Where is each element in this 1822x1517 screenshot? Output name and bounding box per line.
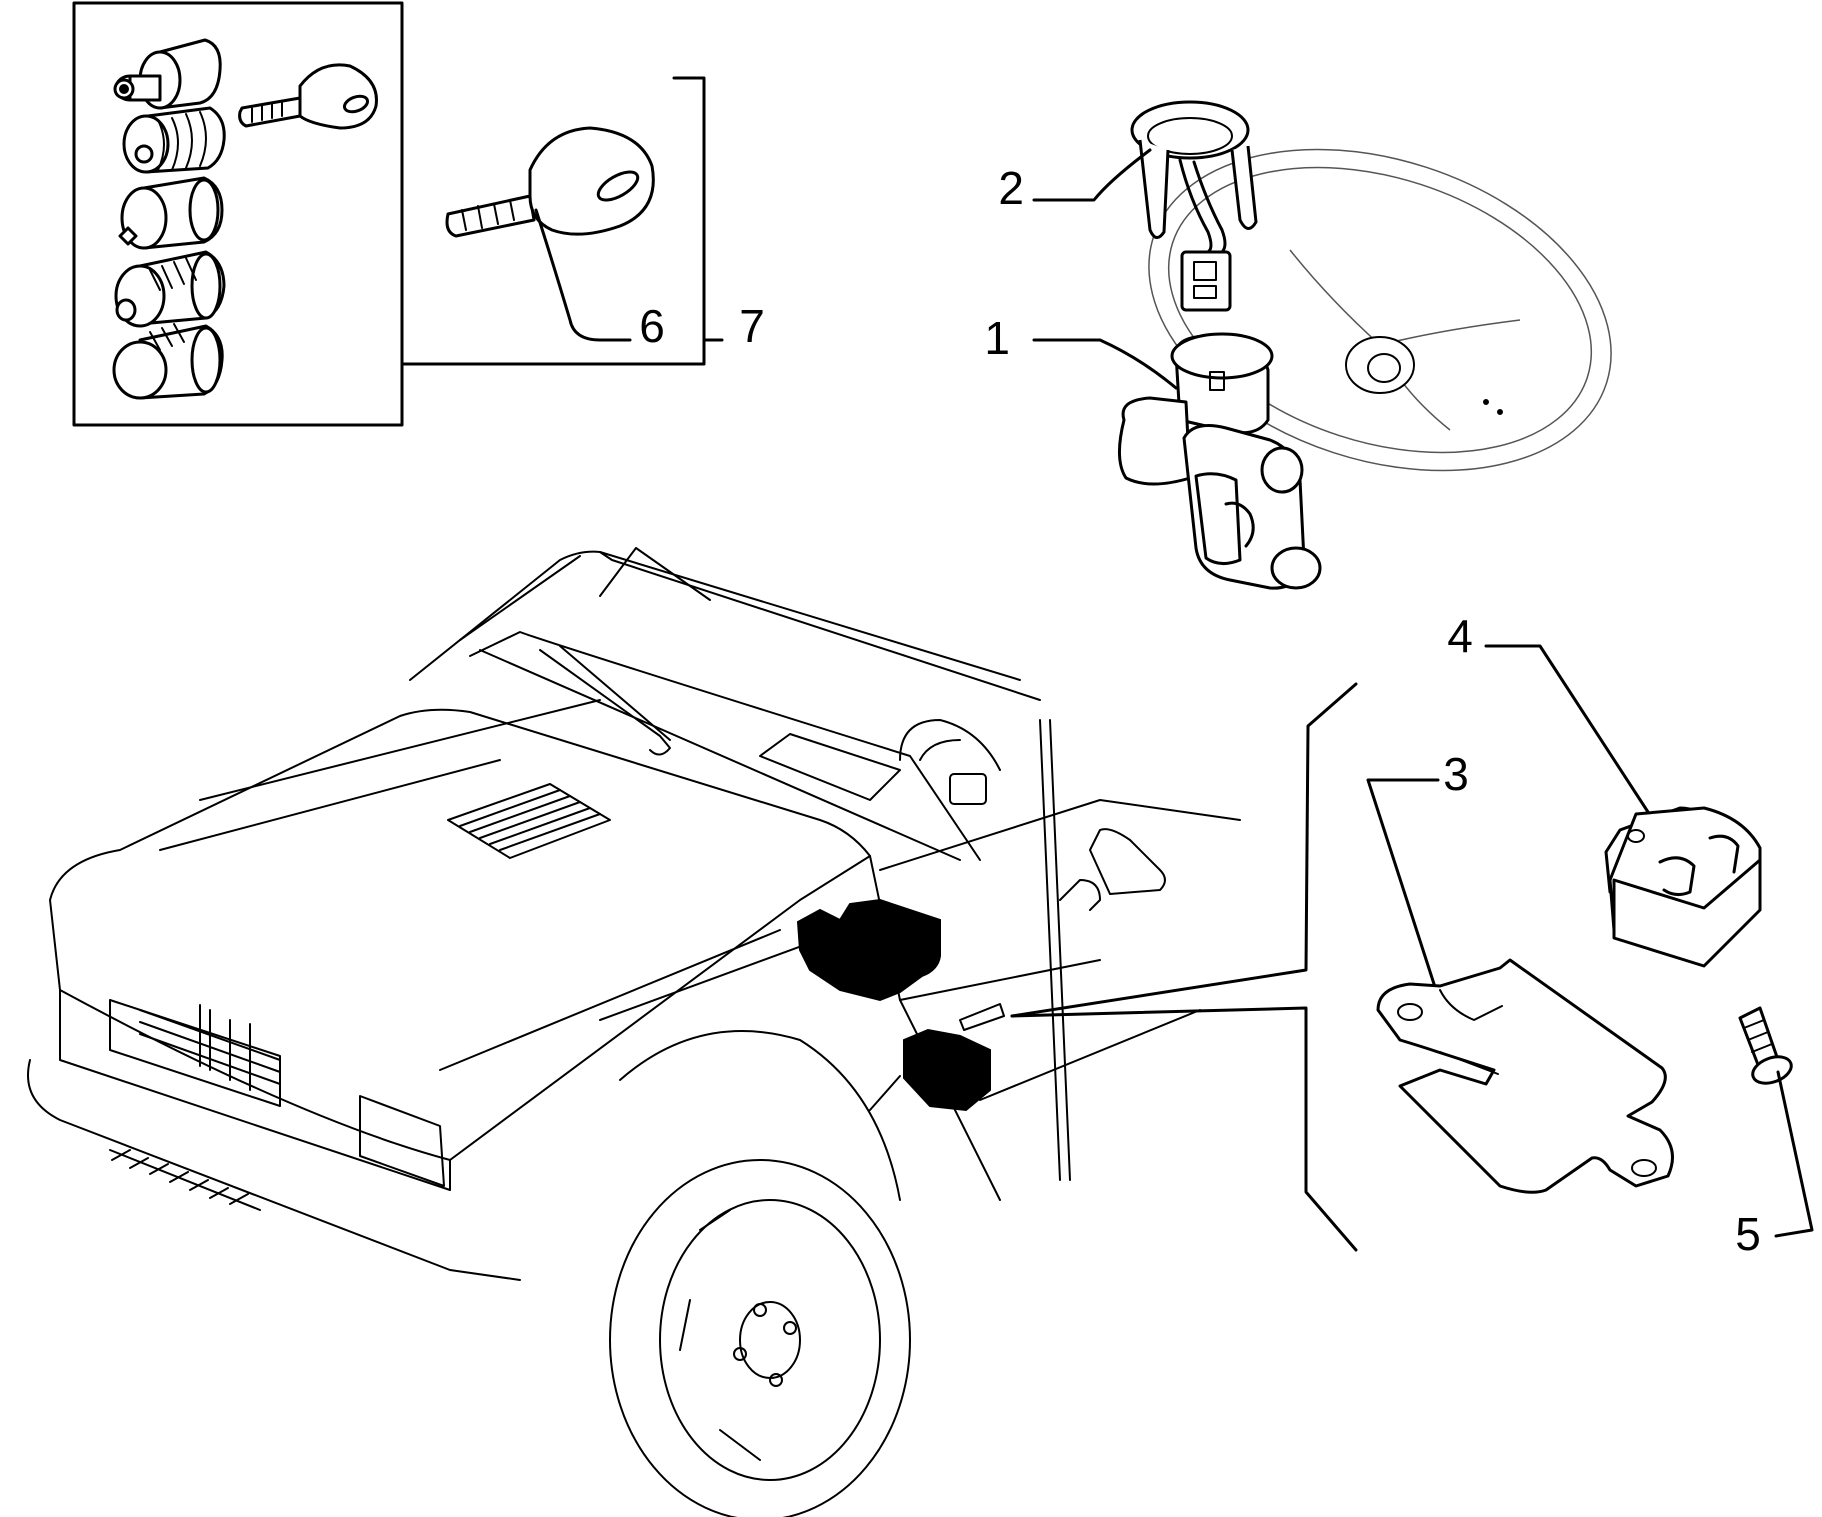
screw-part-5 xyxy=(1738,1006,1793,1085)
leader-4 xyxy=(1484,644,1650,814)
leader-6 xyxy=(534,208,632,342)
control-module-part-4 xyxy=(1604,806,1762,968)
lock-cylinder-2 xyxy=(122,106,226,174)
inset-frame xyxy=(72,1,404,427)
transponder-ring-part-2 xyxy=(1130,100,1258,312)
callout-leaders-6-7 xyxy=(400,76,724,366)
bracket-7 xyxy=(400,76,706,366)
callout-3: 3 xyxy=(1443,748,1469,800)
key-small xyxy=(238,63,378,130)
leader-5 xyxy=(1774,1070,1814,1238)
module-location-lower xyxy=(903,1028,991,1112)
ignition-switch-part-1 xyxy=(1118,332,1322,590)
callout-6: 6 xyxy=(639,300,665,352)
lock-cylinder-4 xyxy=(114,250,226,328)
callout-1: 1 xyxy=(984,312,1010,364)
mounting-bracket-part-3 xyxy=(1376,958,1674,1194)
lock-cylinder-3 xyxy=(118,176,224,250)
lock-cylinder-5 xyxy=(112,323,224,400)
assembly-bracket-lower xyxy=(1010,1006,1358,1252)
car-front-view xyxy=(27,547,1241,1517)
leader-1 xyxy=(1032,338,1178,390)
module-location-upper xyxy=(796,898,941,1002)
assembly-bracket-upper xyxy=(1010,682,1358,1018)
lock-cylinder-1 xyxy=(113,38,222,110)
callout-4: 4 xyxy=(1447,610,1473,662)
leader-2 xyxy=(1032,148,1152,202)
callout-2: 2 xyxy=(998,162,1024,214)
lock-set-inset xyxy=(72,1,404,427)
leader-3 xyxy=(1366,778,1440,986)
steering-wheel xyxy=(1148,148,1612,472)
key-part-6 xyxy=(445,126,655,238)
callout-7: 7 xyxy=(739,300,765,352)
callout-5: 5 xyxy=(1735,1208,1761,1260)
